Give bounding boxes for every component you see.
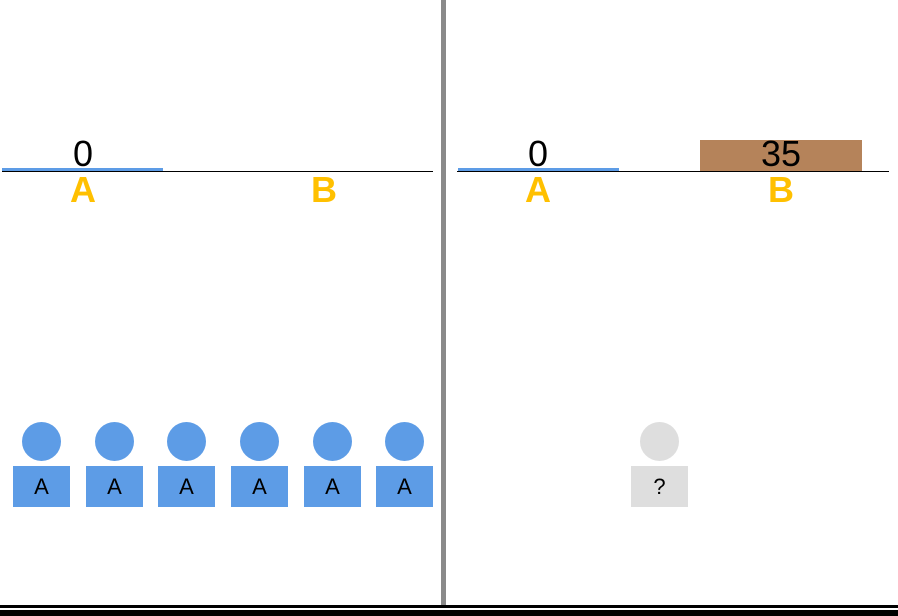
baseline [457, 171, 889, 172]
agent-head [95, 422, 134, 461]
agent-choice-label: A [158, 466, 215, 507]
agent-choice-label: A [231, 466, 288, 507]
agent-head [22, 422, 61, 461]
agent-head [167, 422, 206, 461]
agent-choice-label: ? [631, 466, 688, 507]
option-a-label: A [70, 169, 96, 210]
option-a-bar [2, 168, 163, 171]
baseline [2, 171, 433, 172]
agent-head [313, 422, 352, 461]
option-a-value: 0 [527, 133, 549, 174]
option-a-value: 0 [72, 133, 94, 174]
panel-divider [441, 0, 446, 606]
agent-choice-label: A [13, 466, 70, 507]
option-b-bar [700, 140, 862, 171]
right-panel: 0 35 A B ? [449, 0, 889, 606]
agent-choice-label: A [86, 466, 143, 507]
left-panel: 0 A B A A A A A A [0, 0, 440, 606]
option-a-label: A [525, 169, 551, 210]
bottom-border [0, 605, 898, 616]
agent-head [640, 422, 679, 461]
option-b-value: 35 [760, 133, 802, 174]
agent-choice-label: A [376, 466, 433, 507]
option-b-label: B [311, 169, 337, 210]
agent-head [240, 422, 279, 461]
option-b-label: B [768, 169, 794, 210]
agent-head [385, 422, 424, 461]
agent-choice-label: A [304, 466, 361, 507]
option-a-bar [458, 168, 619, 171]
